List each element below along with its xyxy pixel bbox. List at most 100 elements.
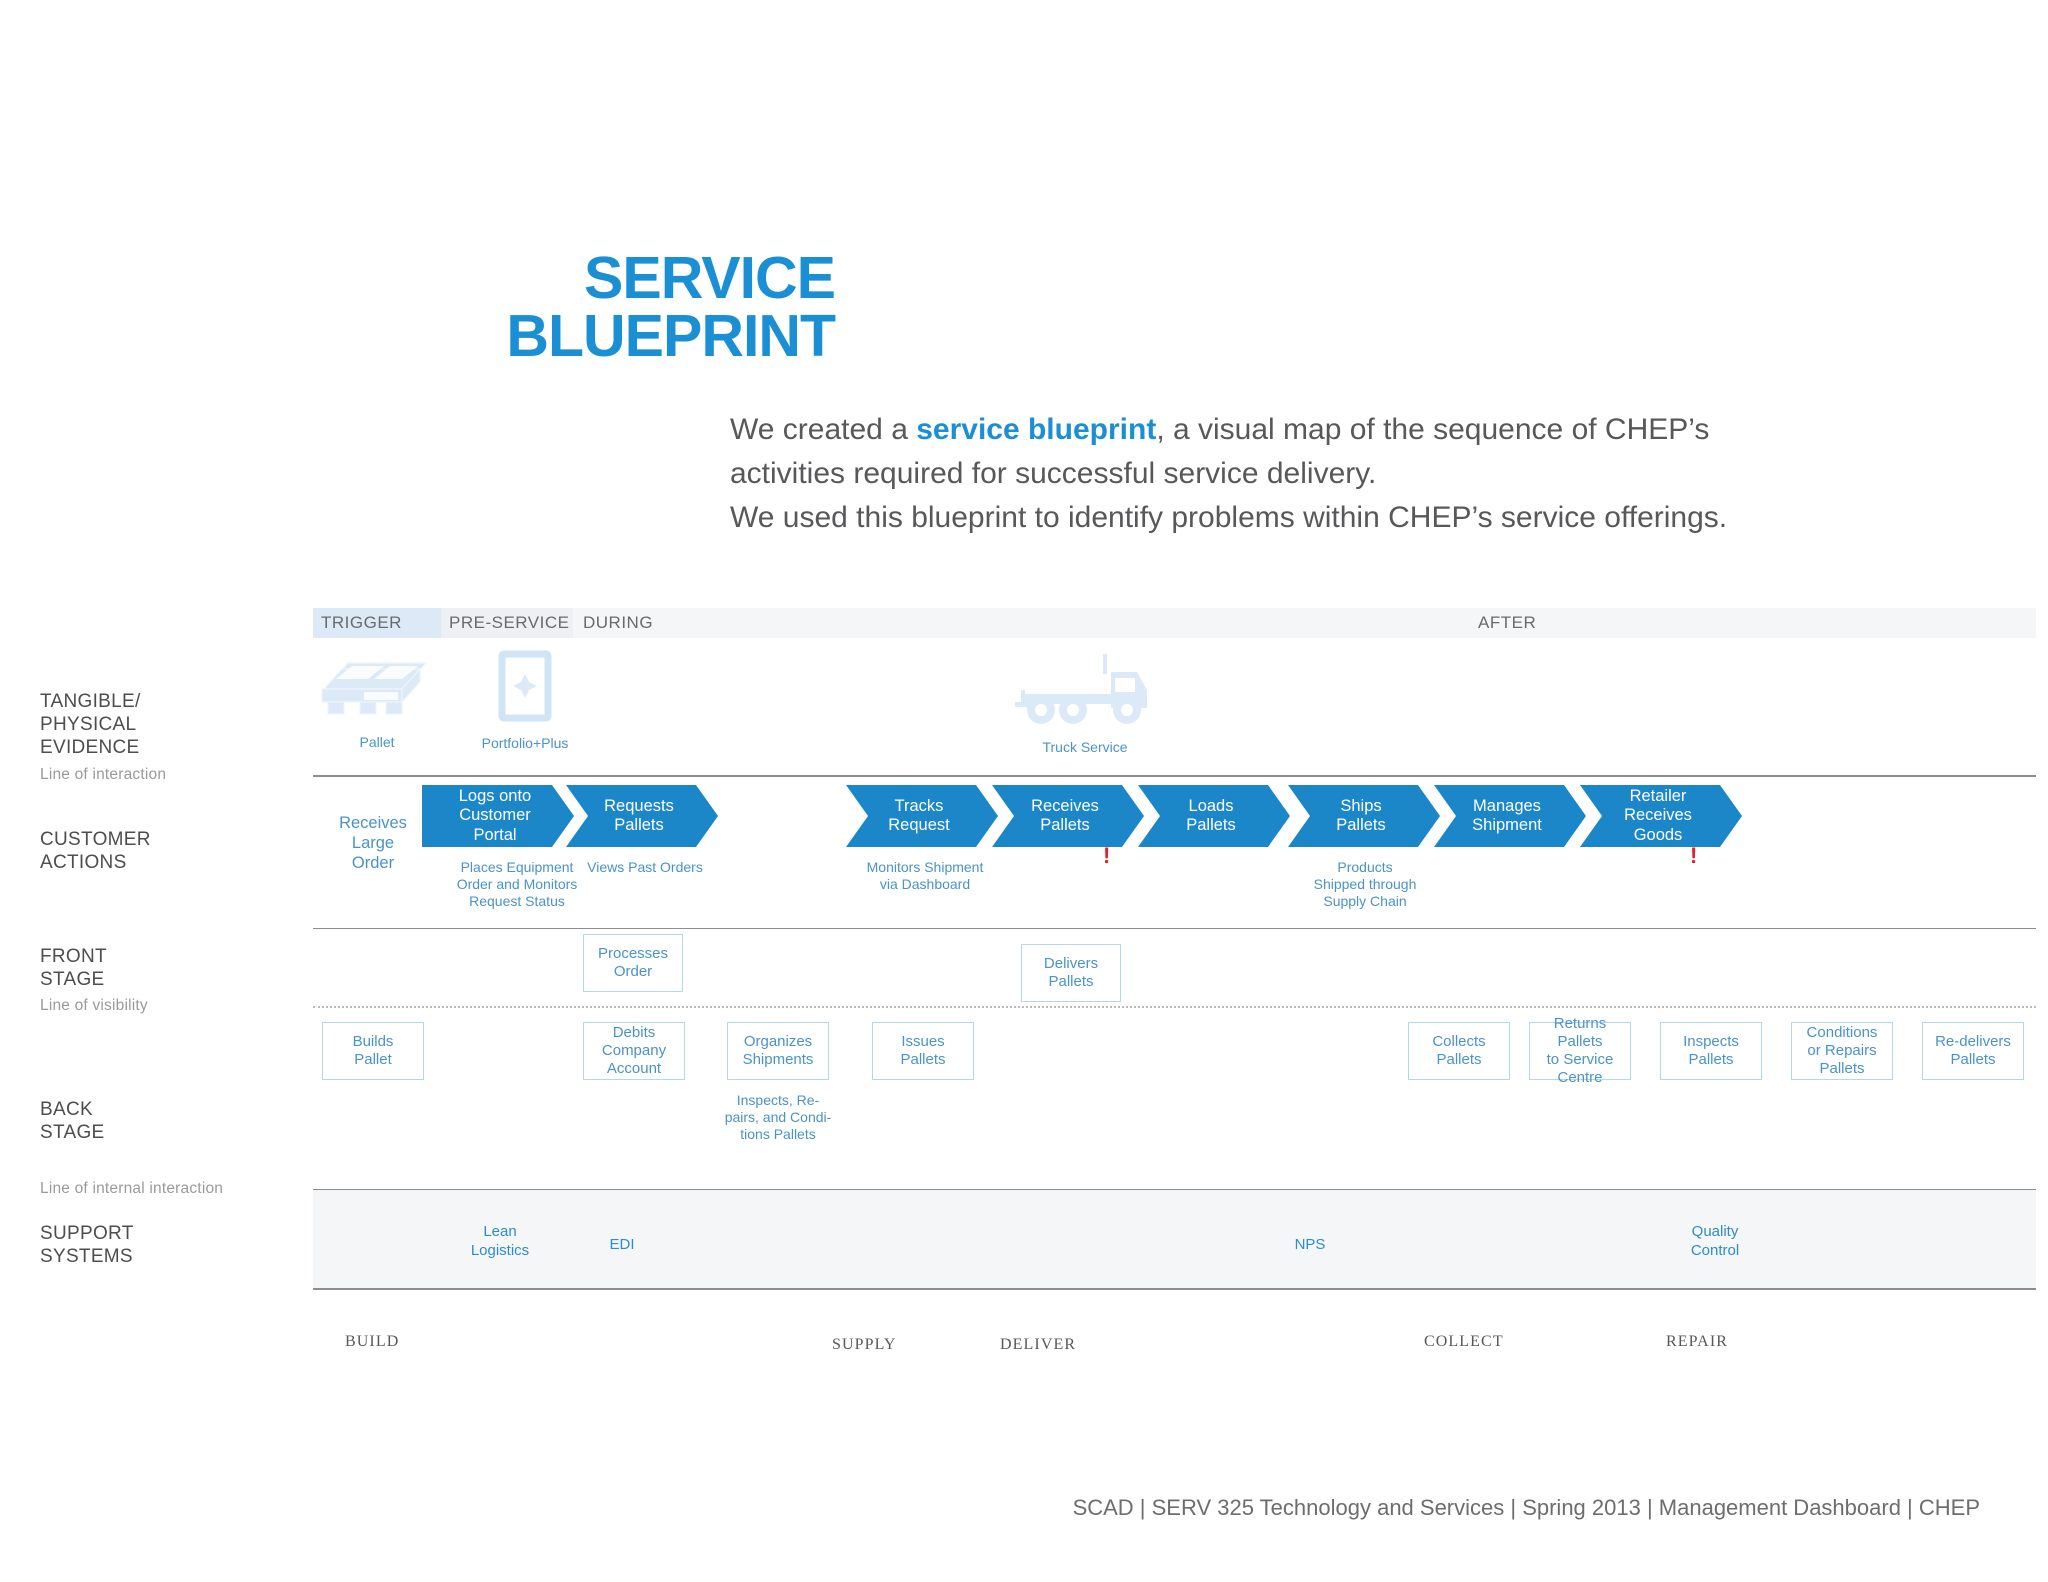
sub-caption-1-line3: Request Status bbox=[469, 893, 565, 910]
row-label-back-line2: STAGE bbox=[40, 1122, 105, 1144]
chevron-2-line1: Requests bbox=[604, 796, 674, 815]
back-caption-line3: tions Pallets bbox=[740, 1126, 816, 1143]
back-box-6-line1: Returns Pallets bbox=[1553, 1015, 1607, 1050]
intro-paragraph: We created a service blueprint, a visual… bbox=[730, 408, 1910, 539]
front-stage-box-delivers-pallets[interactable]: Delivers Pallets bbox=[1021, 944, 1121, 1002]
customer-action-chevron-loads-pallets[interactable]: Loads Pallets bbox=[1138, 785, 1290, 847]
back-stage-box-debits-company-account[interactable]: Debits Company Account bbox=[583, 1022, 685, 1080]
phase-label-during: DURING bbox=[575, 608, 1470, 638]
customer-action-chevron-tracks-request[interactable]: Tracks Request bbox=[846, 785, 998, 847]
back-stage-box-conditions-or-repairs-pallets[interactable]: Conditions or Repairs Pallets bbox=[1791, 1022, 1893, 1080]
back-box-3-line1: Organizes bbox=[743, 1033, 813, 1050]
customer-action-chevron-ships-pallets[interactable]: Ships Pallets bbox=[1288, 785, 1440, 847]
back-stage-box-returns-pallets-to-service-centre[interactable]: Returns Pallets to Service Centre bbox=[1529, 1015, 1631, 1086]
support-system-nps[interactable]: NPS bbox=[1250, 1236, 1370, 1255]
customer-actions-bottom-separator bbox=[313, 928, 2036, 929]
stage-label-build: BUILD bbox=[345, 1333, 400, 1350]
chevron-5-line1: Loads bbox=[1188, 796, 1234, 815]
plain-action-line2: Large bbox=[351, 834, 395, 853]
row-label-customer-line1: CUSTOMER bbox=[40, 829, 151, 850]
intro-text-a: We created a bbox=[730, 413, 917, 446]
intro-highlight: service blueprint bbox=[916, 413, 1157, 446]
support-system-edi[interactable]: EDI bbox=[562, 1236, 682, 1255]
sub-caption-3-line2: via Dashboard bbox=[879, 876, 971, 893]
back-box-1-line2: Pallet bbox=[354, 1051, 392, 1068]
chevron-4-line1: Receives bbox=[1031, 796, 1099, 815]
phase-label-pre-service: PRE-SERVICE bbox=[441, 608, 573, 638]
chevron-4-line2: Pallets bbox=[1040, 816, 1090, 834]
back-box-7-line2: Pallets bbox=[1688, 1051, 1734, 1068]
support-1-line2: Logistics bbox=[470, 1241, 530, 1259]
support-systems-bottom-separator bbox=[313, 1288, 2036, 1290]
row-label-tangible-line3: EVIDENCE bbox=[40, 737, 140, 759]
back-stage-box-issues-pallets[interactable]: Issues Pallets bbox=[872, 1022, 974, 1080]
back-box-4-line2: Pallets bbox=[900, 1051, 946, 1068]
phase-label-after: AFTER bbox=[1470, 608, 2036, 638]
row-label-customer-actions: CUSTOMER ACTIONS bbox=[40, 828, 290, 874]
title-line-2: BLUEPRINT bbox=[506, 302, 836, 369]
customer-action-chevron-receives-pallets[interactable]: Receives Pallets bbox=[992, 785, 1144, 847]
front-stage-box-processes-order[interactable]: Processes Order bbox=[583, 934, 683, 992]
stage-label-repair: REPAIR bbox=[1666, 1333, 1729, 1350]
sub-caption-monitors-shipment-dashboard: Monitors Shipment via Dashboard bbox=[845, 859, 1005, 893]
row-label-support-line1: SUPPORT bbox=[40, 1223, 134, 1244]
tangible-caption-portfolio-plus: Portfolio+Plus bbox=[481, 735, 569, 751]
pain-point-marker-retailer-receives-goods: ! bbox=[1690, 843, 1698, 868]
row-label-tangible-evidence: TANGIBLE/ PHYSICAL EVIDENCE bbox=[40, 690, 290, 760]
customer-action-chevron-logs-onto-customer-portal[interactable]: Logs onto Customer Portal bbox=[422, 785, 574, 847]
chevron-1-line1: Logs onto bbox=[458, 786, 532, 805]
support-2-line1: EDI bbox=[609, 1236, 635, 1253]
sub-caption-4-line2: Shipped through bbox=[1313, 876, 1417, 893]
stage-label-deliver: DELIVER bbox=[1000, 1336, 1077, 1353]
intro-line-2: activities required for successful servi… bbox=[730, 456, 1377, 490]
support-4-line2: Control bbox=[1690, 1241, 1740, 1259]
back-box-8-line1: Conditions bbox=[1806, 1024, 1878, 1041]
back-stage-box-collects-pallets[interactable]: Collects Pallets bbox=[1408, 1022, 1510, 1080]
front-box-1-line2: Order bbox=[613, 963, 653, 980]
back-box-1-line1: Builds bbox=[352, 1033, 394, 1050]
row-label-back-line1: BACK bbox=[40, 1099, 93, 1120]
back-box-9-line2: Pallets bbox=[1950, 1051, 1996, 1068]
plain-action-line1: Receives bbox=[339, 814, 407, 832]
back-stage-box-inspects-pallets[interactable]: Inspects Pallets bbox=[1660, 1022, 1762, 1080]
line-of-interaction-label: Line of interaction bbox=[40, 766, 167, 783]
back-stage-box-re-delivers-pallets[interactable]: Re-delivers Pallets bbox=[1922, 1022, 2024, 1080]
chevron-1-line2: Customer bbox=[459, 806, 531, 825]
line-of-visibility-separator bbox=[313, 1006, 2036, 1008]
customer-action-chevron-requests-pallets[interactable]: Requests Pallets bbox=[566, 785, 718, 847]
truck-icon bbox=[1015, 654, 1147, 724]
support-system-quality-control[interactable]: Quality Control bbox=[1655, 1223, 1775, 1261]
back-box-8-line3: Pallets bbox=[1819, 1060, 1865, 1077]
stage-label-collect: COLLECT bbox=[1424, 1333, 1504, 1350]
chevron-8-line1: Retailer bbox=[1629, 786, 1687, 805]
sub-caption-products-shipped-supply-chain: Products Shipped through Supply Chain bbox=[1285, 859, 1445, 910]
customer-action-receives-large-order: Receives Large Order bbox=[313, 813, 433, 873]
row-label-back-stage: BACK STAGE bbox=[40, 1098, 290, 1144]
front-box-2-line1: Delivers bbox=[1043, 955, 1099, 972]
row-label-support-line2: SYSTEMS bbox=[40, 1246, 133, 1268]
chevron-7-line1: Manages bbox=[1473, 796, 1541, 815]
customer-action-chevron-retailer-receives-goods[interactable]: Retailer Receives Goods bbox=[1580, 785, 1742, 847]
row-label-customer-line2: ACTIONS bbox=[40, 852, 127, 874]
chevron-8-line3: Goods bbox=[1633, 825, 1683, 844]
front-box-2-line2: Pallets bbox=[1048, 973, 1094, 990]
back-stage-box-organizes-shipments[interactable]: Organizes Shipments bbox=[727, 1022, 829, 1080]
support-system-lean-logistics[interactable]: Lean Logistics bbox=[440, 1223, 560, 1261]
back-box-7-line1: Inspects bbox=[1683, 1033, 1739, 1050]
back-box-2-line2: Company bbox=[601, 1042, 667, 1059]
support-3-line1: NPS bbox=[1294, 1236, 1326, 1253]
support-4-line1: Quality bbox=[1691, 1223, 1739, 1240]
chevron-6-line1: Ships bbox=[1340, 796, 1382, 815]
intro-line-1: We created a service blueprint, a visual… bbox=[730, 408, 1910, 452]
sub-caption-4-line3: Supply Chain bbox=[1323, 893, 1407, 910]
back-box-4-line1: Issues bbox=[901, 1033, 945, 1050]
line-of-internal-interaction-label: Line of internal interaction bbox=[40, 1180, 224, 1197]
pallet-icon bbox=[321, 662, 428, 715]
back-stage-box-builds-pallet[interactable]: Builds Pallet bbox=[322, 1022, 424, 1080]
back-box-2-line3: Account bbox=[606, 1060, 662, 1077]
customer-action-chevron-manages-shipment[interactable]: Manages Shipment bbox=[1434, 785, 1586, 847]
footer-credits: SCAD | SERV 325 Technology and Services … bbox=[1072, 1495, 1980, 1520]
chevron-3-line1: Tracks bbox=[894, 796, 944, 815]
tangible-caption-pallet: Pallet bbox=[359, 734, 395, 750]
line-of-visibility-label: Line of visibility bbox=[40, 997, 148, 1014]
